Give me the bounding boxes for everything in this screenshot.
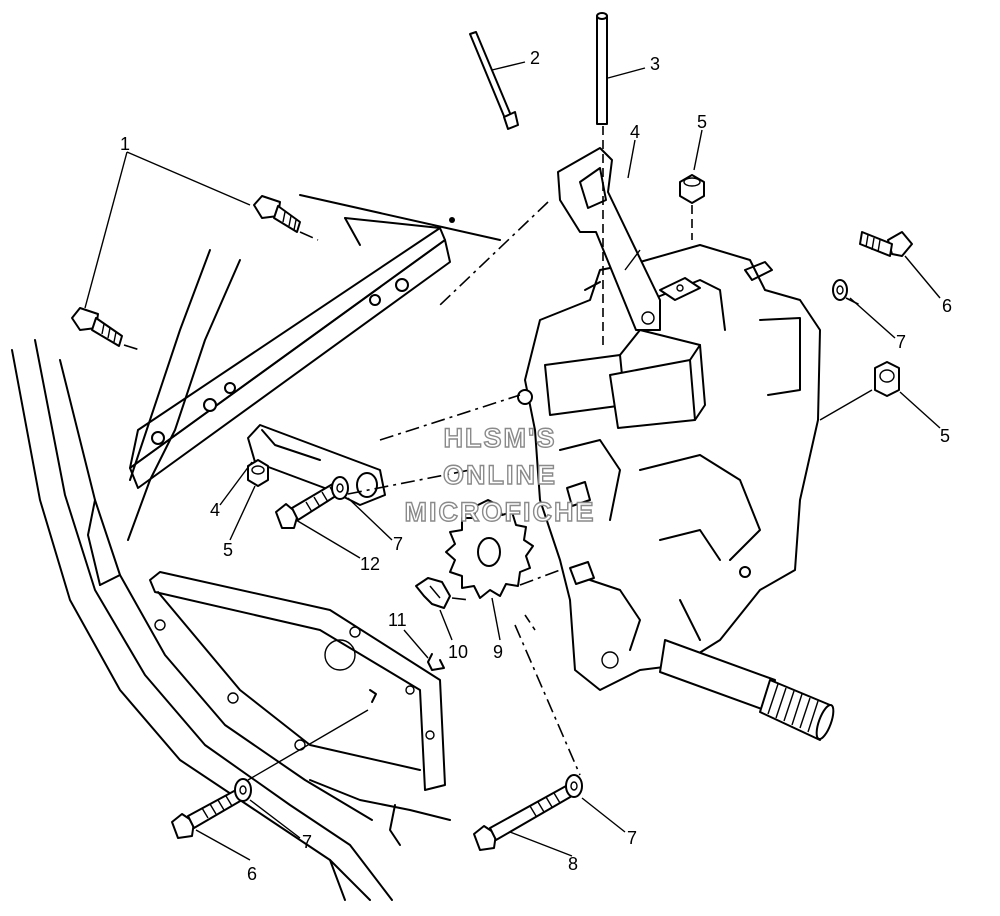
callout-9: 9 (493, 642, 503, 662)
washer-part-7-lower-right (565, 774, 583, 798)
washer-part-7-lower-left (234, 778, 252, 802)
callout-1: 1 (120, 134, 130, 154)
long-bolt-part-2 (469, 31, 519, 130)
watermark-line-2: ONLINE (443, 460, 557, 490)
leader-lines (84, 61, 941, 861)
watermark-line-1: HLSM'S (444, 423, 557, 453)
callout-7-middle: 7 (393, 534, 403, 554)
callout-6-right: 6 (942, 296, 952, 316)
mount-bracket-part-4-upper (557, 147, 661, 331)
nut-part-5-top (679, 174, 705, 204)
bolt-part-1-lower (71, 307, 123, 347)
nut-part-5-right (874, 361, 900, 397)
callout-11: 11 (388, 610, 407, 630)
frame-rails (11, 249, 451, 901)
bolt-part-1-upper (253, 195, 301, 233)
watermark: HLSM'S ONLINE MICROFICHE (404, 422, 596, 527)
callout-10: 10 (448, 642, 468, 662)
rod-part-3 (596, 12, 608, 125)
output-shaft (659, 639, 835, 741)
bolt-part-6-right (859, 231, 913, 257)
alignment-lines (123, 126, 873, 781)
transmission-housing (517, 244, 821, 691)
callout-5-right-upper: 5 (940, 426, 950, 446)
callout-2: 2 (530, 48, 540, 68)
callout-7-right: 7 (896, 332, 906, 352)
callout-4-upper: 4 (630, 122, 640, 142)
callout-7-lower-left: 7 (302, 832, 312, 852)
sprocket-part-9 (445, 499, 534, 599)
callout-7-lower-right: 7 (627, 828, 637, 848)
callout-6-lower: 6 (247, 864, 257, 884)
upper-angle-rail (129, 194, 501, 489)
nut-part-5-left (247, 459, 269, 487)
washer-part-7-middle (331, 476, 349, 500)
clip-part-10 (415, 577, 451, 609)
callout-labels: 1 2 3 4 5 5 6 7 5 4 12 7 11 10 9 7 6 8 7 (120, 48, 952, 884)
bolt-part-8 (473, 785, 573, 851)
watermark-line-3: MICROFICHE (405, 497, 596, 527)
callout-12: 12 (360, 554, 380, 574)
callout-5-top: 5 (697, 112, 707, 132)
washer-part-7-right (832, 279, 848, 301)
ring-part-11 (427, 653, 445, 671)
callout-5-left: 5 (223, 540, 233, 560)
callout-3: 3 (650, 54, 660, 74)
callout-8: 8 (568, 854, 578, 874)
bolt-part-6-lower (171, 789, 243, 839)
ring-small-lower (369, 689, 377, 703)
callout-4-lower: 4 (210, 500, 220, 520)
lower-bracket-plate (149, 571, 446, 791)
